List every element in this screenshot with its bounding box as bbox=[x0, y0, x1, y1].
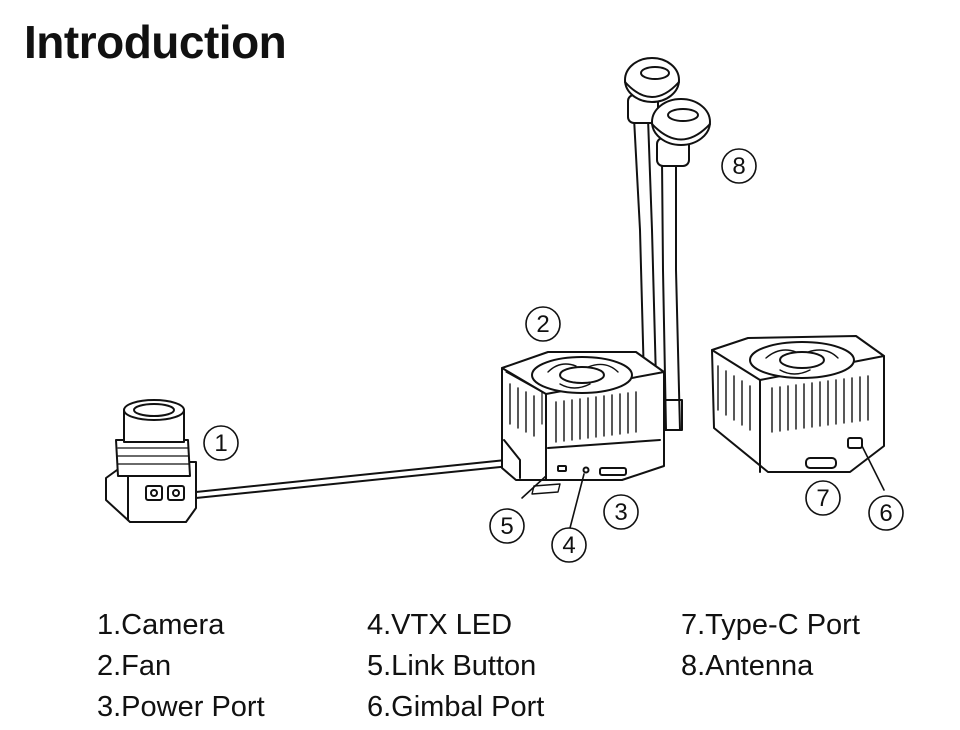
camera-illustration bbox=[105, 399, 511, 523]
svg-text:8: 8 bbox=[732, 153, 745, 180]
svg-text:5: 5 bbox=[500, 513, 513, 540]
svg-text:3: 3 bbox=[614, 499, 627, 526]
antenna-illustration bbox=[624, 57, 711, 431]
legend-column-3: 7.Type-C Port 8.Antenna bbox=[681, 605, 860, 687]
legend-item-antenna: 8.Antenna bbox=[681, 650, 814, 682]
legend-column-1: 1.Camera 2.Fan 3.Power Port bbox=[97, 605, 265, 728]
legend-item-gimbal-port: 6.Gimbal Port bbox=[367, 691, 545, 723]
callout-7: 7 bbox=[805, 480, 841, 516]
callout-5: 5 bbox=[489, 508, 525, 544]
callout-4: 4 bbox=[551, 527, 587, 563]
callout-3: 3 bbox=[603, 494, 639, 530]
svg-text:6: 6 bbox=[879, 500, 892, 527]
svg-text:2: 2 bbox=[536, 311, 549, 338]
leader-lines bbox=[521, 445, 885, 529]
svg-text:7: 7 bbox=[816, 485, 829, 512]
product-diagram: 1 2 3 4 5 6 7 8 bbox=[105, 57, 904, 563]
svg-text:4: 4 bbox=[562, 532, 575, 559]
vtx-unit-illustration bbox=[501, 351, 665, 495]
legend-item-camera: 1.Camera bbox=[97, 609, 225, 641]
legend-item-fan: 2.Fan bbox=[97, 650, 172, 682]
legend-item-type-c-port: 7.Type-C Port bbox=[681, 609, 860, 641]
air-unit-illustration bbox=[711, 335, 885, 473]
svg-text:1: 1 bbox=[214, 430, 227, 457]
callout-2: 2 bbox=[525, 306, 561, 342]
legend-column-2: 4.VTX LED 5.Link Button 6.Gimbal Port bbox=[367, 605, 544, 728]
callout-1: 1 bbox=[203, 425, 239, 461]
legend-item-link-button: 5.Link Button bbox=[367, 650, 537, 682]
legend-item-vtx-led: 4.VTX LED bbox=[367, 609, 513, 641]
callout-8: 8 bbox=[721, 148, 757, 184]
legend-item-power-port: 3.Power Port bbox=[97, 691, 265, 723]
callout-6: 6 bbox=[868, 495, 904, 531]
page-title: Introduction bbox=[24, 16, 287, 68]
